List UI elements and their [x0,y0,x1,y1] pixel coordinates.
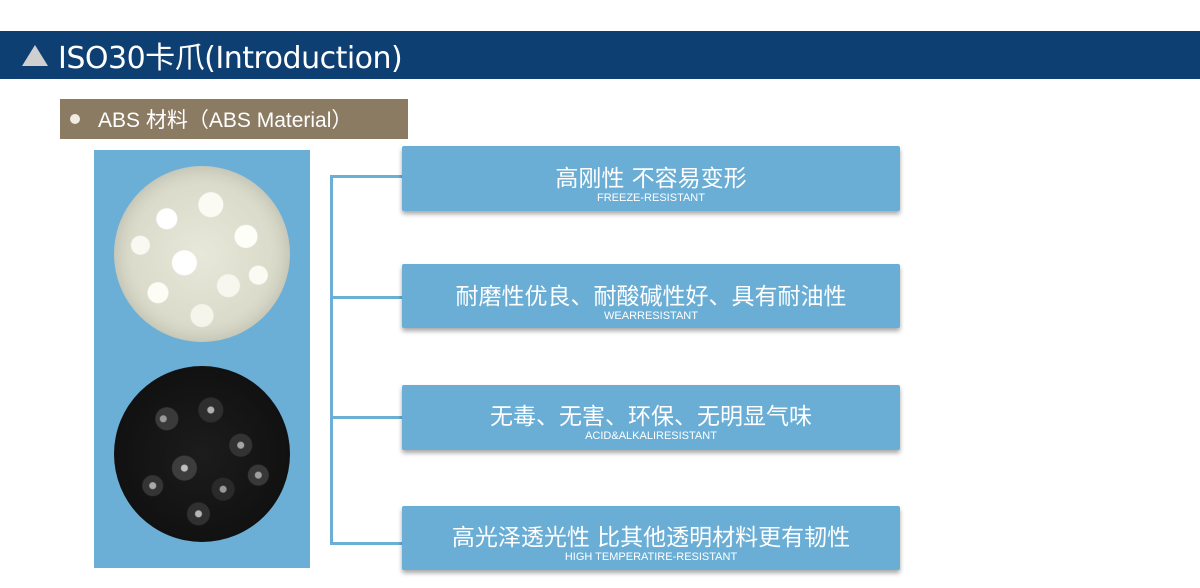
section-header: ABS 材料（ABS Material） [60,99,408,139]
feature-sub-text: ACID&ALKALIRESISTANT [585,430,717,442]
feature-sub-text: WEARRESISTANT [604,310,698,322]
feature-main-text: 高刚性 不容易变形 [555,166,747,192]
connector-branch-3 [330,416,402,419]
connector-branch-1 [330,175,402,178]
feature-box-non-toxic: 无毒、无害、环保、无明显气味 ACID&ALKALIRESISTANT [402,385,900,450]
triangle-up-icon [22,44,48,66]
feature-main-text: 无毒、无害、环保、无明显气味 [490,404,812,430]
white-abs-pellets-image [114,166,290,342]
feature-sub-text: FREEZE-RESISTANT [597,192,705,204]
feature-box-gloss: 高光泽透光性 比其他透明材料更有韧性 HIGH TEMPERATIRE-RESI… [402,506,900,570]
bullet-dot-icon [70,114,80,124]
feature-box-wear-resistance: 耐磨性优良、耐酸碱性好、具有耐油性 WEARRESISTANT [402,264,900,328]
page-title: ISO30卡爪(Introduction) [58,41,403,76]
feature-main-text: 耐磨性优良、耐酸碱性好、具有耐油性 [455,284,847,310]
feature-main-text: 高光泽透光性 比其他透明材料更有韧性 [451,525,851,551]
material-image-panel [94,150,310,568]
black-abs-pellets-image [114,366,290,542]
feature-sub-text: HIGH TEMPERATIRE-RESISTANT [564,551,738,563]
feature-box-rigidity: 高刚性 不容易变形 FREEZE-RESISTANT [402,146,900,211]
section-title: ABS 材料（ABS Material） [98,109,353,132]
title-bar: ISO30卡爪(Introduction) [0,31,1200,79]
connector-vertical-line [330,175,333,545]
connector-branch-4 [330,542,402,545]
connector-branch-2 [330,296,402,299]
